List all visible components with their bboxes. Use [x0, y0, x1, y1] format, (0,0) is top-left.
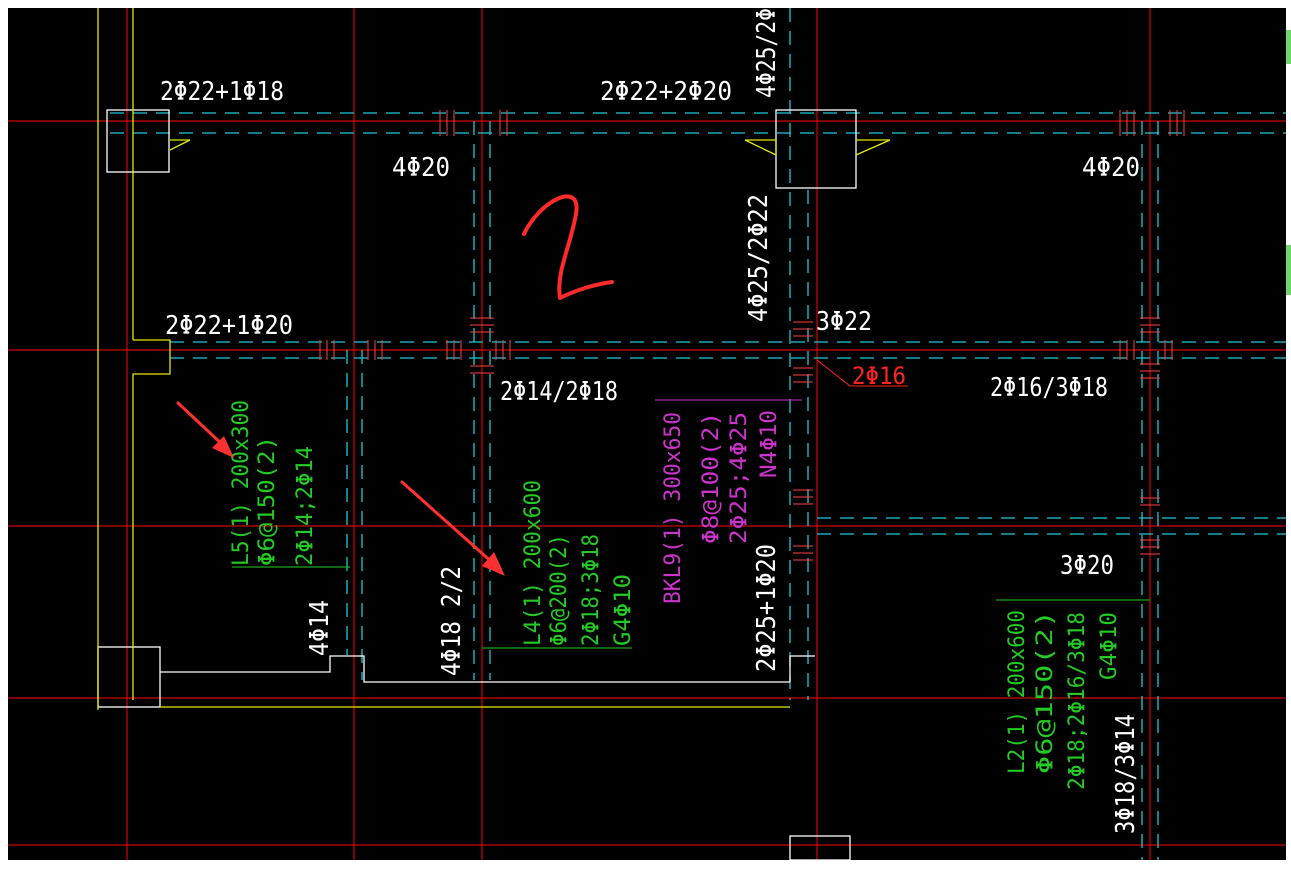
rebar-label-left-mid: 2Φ22+1Φ20: [165, 311, 293, 341]
rebar-label-3phi22: 3Φ22: [816, 307, 872, 337]
rebar-label-3phi20: 3Φ20: [1060, 551, 1114, 581]
beam-label-l2: L2(1) 200x600 Φ6@150(2) 2Φ18;2Φ16/3Φ18 G…: [1005, 610, 1122, 790]
rebar-label-4phi18: 4Φ18 2/2: [437, 566, 467, 676]
beam-label-l4: L4(1) 200x600 Φ6@200(2) 2Φ18;3Φ18 G4Φ10: [521, 480, 636, 646]
rebar-label-top-center: 2Φ22+2Φ20: [600, 77, 732, 107]
beam-bkl9-line-1: BKL9(1) 300x650: [661, 412, 686, 604]
beam-bkl9-line-2: Φ8@100(2): [699, 412, 724, 544]
callout-2phi16: 2Φ16: [816, 359, 908, 390]
rebar-label-top-left: 2Φ22+1Φ18: [160, 77, 284, 107]
beam-l4-line-4: G4Φ10: [611, 574, 636, 646]
beam-l2-line-4: G4Φ10: [1097, 612, 1122, 680]
beam-l2-line-2: Φ6@150(2): [1033, 610, 1058, 774]
rebar-label-2phi16-3phi18: 2Φ16/3Φ18: [990, 373, 1108, 403]
beam-l4-line-2: Φ6@200(2): [547, 534, 572, 646]
beam-label-bkl9: BKL9(1) 300x650 Φ8@100(2) 2Φ25;4Φ25 N4Φ1…: [661, 410, 782, 604]
rebar-ticks: [319, 110, 1185, 561]
rebar-label-2phi14-2phi18: 2Φ14/2Φ18: [500, 377, 618, 407]
beam-l5-line-3: 2Φ14;2Φ14: [293, 446, 318, 566]
rebar-label-2phi16: 2Φ16: [852, 362, 906, 390]
axis-grid: [8, 8, 1286, 860]
beam-bkl9-line-3: 2Φ25;4Φ25: [727, 412, 752, 544]
slab-edges: [97, 8, 891, 710]
beam-l2-line-3: 2Φ18;2Φ16/3Φ18: [1065, 612, 1090, 790]
rebar-label-vertical-top: 4Φ25/2Φ: [752, 8, 782, 98]
beam-l4-line-3: 2Φ18;3Φ18: [579, 534, 604, 646]
rebar-label-3phi18-3phi14: 3Φ18/3Φ14: [1111, 714, 1141, 834]
beam-l5-line-2: Φ6@150(2): [255, 436, 280, 566]
beam-leader-lines: [232, 566, 1150, 649]
rebar-label-vertical-mid: 4Φ25/2Φ22: [744, 194, 774, 322]
beam-l5-line-1: L5(1) 200x300: [229, 400, 254, 566]
rebar-label-4phi20-left: 4Φ20: [392, 153, 450, 183]
rebar-label-2phi25: 2Φ25+1Φ20: [752, 544, 782, 672]
beam-bkl9-line-4: N4Φ10: [757, 410, 782, 478]
window-edge-marker: [1286, 30, 1291, 64]
beam-l2-line-1: L2(1) 200x600: [1005, 610, 1030, 774]
rebar-label-4phi20-right: 4Φ20: [1082, 153, 1140, 183]
annotation-arrows: [176, 401, 505, 576]
drawing-background: [8, 8, 1286, 860]
walls-and-columns: [97, 109, 857, 861]
rebar-label-group: 2Φ22+1Φ18 2Φ22+2Φ20 4Φ25/2Φ 4Φ20 4Φ20 4Φ…: [160, 8, 1141, 834]
beam-label-l5: L5(1) 200x300 Φ6@150(2) 2Φ14;2Φ14: [229, 400, 318, 566]
beam-l4-line-1: L4(1) 200x600: [521, 480, 546, 646]
beam-lines: [110, 8, 1286, 860]
window-edge-marker: [1286, 245, 1291, 295]
handwritten-annotation: 2: [522, 194, 614, 300]
rebar-label-4phi14: 4Φ14: [305, 600, 335, 656]
